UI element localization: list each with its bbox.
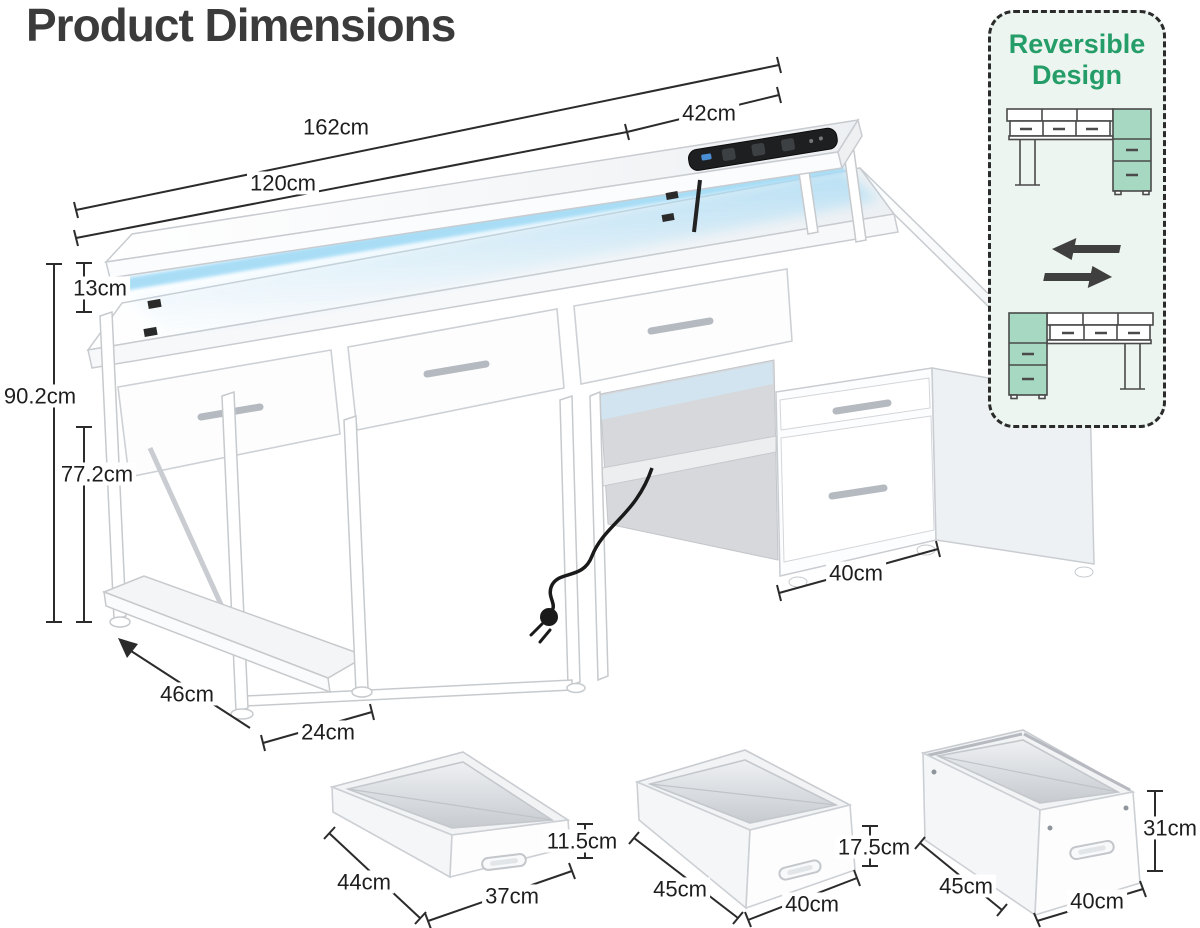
cabinet-drawer [779,377,931,431]
power-strip-icon [688,127,838,171]
cabinet-highlight [1112,108,1152,192]
reversible-design-panel: Reversible Design [988,10,1166,428]
panel-title-line2: Design [1031,60,1123,91]
file-rail [924,732,1023,758]
monitor-shelf [103,118,863,279]
page-title: Product Dimensions [26,0,456,51]
file-cabinet [775,367,1095,588]
middle-legs [245,390,609,707]
dim-storage-shelf-width: 24cm [298,720,358,744]
shelf-brackets [143,191,679,337]
dim-box2-depth: 45cm [650,877,710,901]
dim-box2-width: 40cm [782,892,842,916]
file-rail [1023,732,1131,792]
drawer-box-small [329,751,571,879]
desk-right-cabinet-icon [1006,108,1152,196]
drawer-box-medium [634,749,856,910]
dim-box1-depth: 44cm [334,870,394,894]
dim-shelf-overhang: 42cm [679,101,739,125]
panel-title: Reversible Design [991,29,1163,91]
dim-box3-height: 31cm [1140,816,1200,840]
dim-total-width: 162cm [299,115,373,139]
strip-cord [692,179,702,233]
dim-total-height: 90.2cm [0,384,80,408]
dim-box1-width: 37cm [482,884,542,908]
dim-desktop-width: 120cm [246,171,320,195]
swap-arrows-icon [1043,238,1121,288]
dim-depth: 46cm [157,682,217,706]
dim-cabinet-width: 40cm [826,561,886,585]
dim-box3-depth: 45cm [936,874,996,898]
dim-shelf-height: 13cm [70,276,130,300]
dim-box2-height: 17.5cm [834,835,914,859]
open-cubby [599,359,779,561]
desk-left-cabinet-icon [1008,312,1154,400]
drawer-box-file [920,729,1141,917]
power-plug-icon [529,467,654,644]
dim-box3-width: 40cm [1067,889,1127,913]
dim-box1-height: 11.5cm [543,829,621,853]
dim-desktop-height: 77.2cm [57,462,137,486]
panel-title-line1: Reversible [1008,29,1146,59]
